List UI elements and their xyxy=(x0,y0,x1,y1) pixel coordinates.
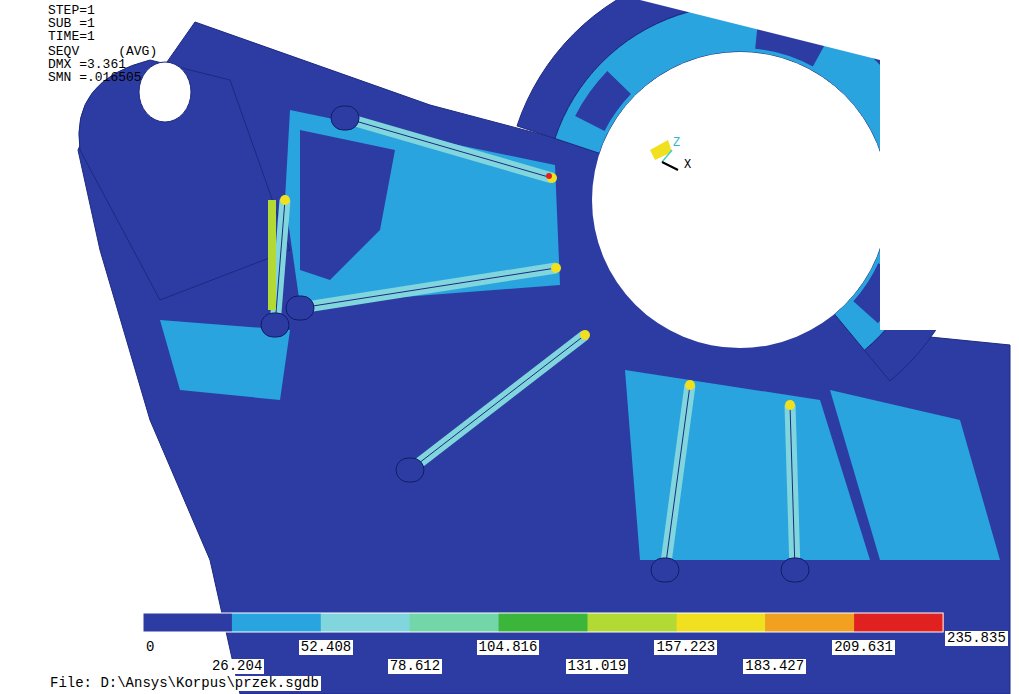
bolt-boss xyxy=(286,296,314,320)
axis-label: X xyxy=(682,159,693,172)
scale-value: 78.612 xyxy=(388,659,442,674)
header-text: SMN =.016505 xyxy=(48,71,142,85)
bolt-boss xyxy=(396,458,424,482)
hot-spot xyxy=(580,330,590,340)
rib xyxy=(790,405,795,570)
lug xyxy=(79,60,290,300)
hot-spot xyxy=(268,200,276,310)
plate-region xyxy=(830,390,1000,560)
low-stress-patch xyxy=(300,130,395,280)
bore xyxy=(592,52,888,348)
rib-edge xyxy=(275,200,285,325)
hot-spot xyxy=(785,400,795,410)
rib xyxy=(665,385,690,570)
file-name: File: D:\Ansys\Korpus\przek.sgdb xyxy=(48,676,321,691)
bolt-boss xyxy=(261,313,289,337)
bolt-boss xyxy=(781,558,809,582)
colorbar-segment xyxy=(765,613,854,632)
header-text: TIME=1 xyxy=(48,30,95,44)
rib-edge xyxy=(665,385,690,570)
axis-label: Z xyxy=(673,137,680,150)
hot-spot xyxy=(547,173,557,183)
scale-value: 104.816 xyxy=(477,640,540,655)
colorbar-frame xyxy=(143,613,943,632)
colorbar-segment xyxy=(854,613,943,632)
rib xyxy=(300,268,556,308)
header-text: SUB =1 xyxy=(48,17,95,31)
rib-edge xyxy=(410,335,585,470)
scale-value: 131.019 xyxy=(566,659,629,674)
scale-value: 26.204 xyxy=(210,659,264,674)
scale-value: 157.223 xyxy=(654,640,717,655)
bolt-boss xyxy=(651,558,679,582)
axis-x xyxy=(662,162,678,170)
hot-spot xyxy=(546,173,552,179)
lug-hole xyxy=(139,62,191,122)
scale-value: 235.835 xyxy=(945,631,1008,646)
colorbar-segment xyxy=(588,613,677,632)
colorbar-segment xyxy=(143,613,232,632)
hot-spot xyxy=(650,140,672,160)
rib-edge xyxy=(345,118,552,178)
hot-spot xyxy=(280,195,290,205)
hot-spot xyxy=(551,263,561,273)
scale-value: 52.408 xyxy=(299,640,353,655)
rib xyxy=(275,200,285,325)
rib-edge xyxy=(790,405,795,570)
section-cut xyxy=(640,0,1019,330)
bolt-boss xyxy=(331,106,359,130)
colorbar-segment xyxy=(410,613,499,632)
header-text: STEP=1 xyxy=(48,4,95,18)
scale-value: 209.631 xyxy=(832,640,895,655)
rib-edge xyxy=(300,268,556,308)
scale-value: 0 xyxy=(144,640,156,655)
header-text: SEQV (AVG) xyxy=(48,45,157,59)
header-text: DMX =3.361 xyxy=(48,58,126,72)
axis-z xyxy=(662,150,672,162)
colorbar-segment xyxy=(232,613,321,632)
rib xyxy=(410,335,585,470)
hot-spot xyxy=(685,380,695,390)
scale-value: 183.427 xyxy=(743,659,806,674)
colorbar-segment xyxy=(499,613,588,632)
colorbar-segment xyxy=(676,613,765,632)
colorbar-segment xyxy=(321,613,410,632)
rib xyxy=(345,118,552,178)
